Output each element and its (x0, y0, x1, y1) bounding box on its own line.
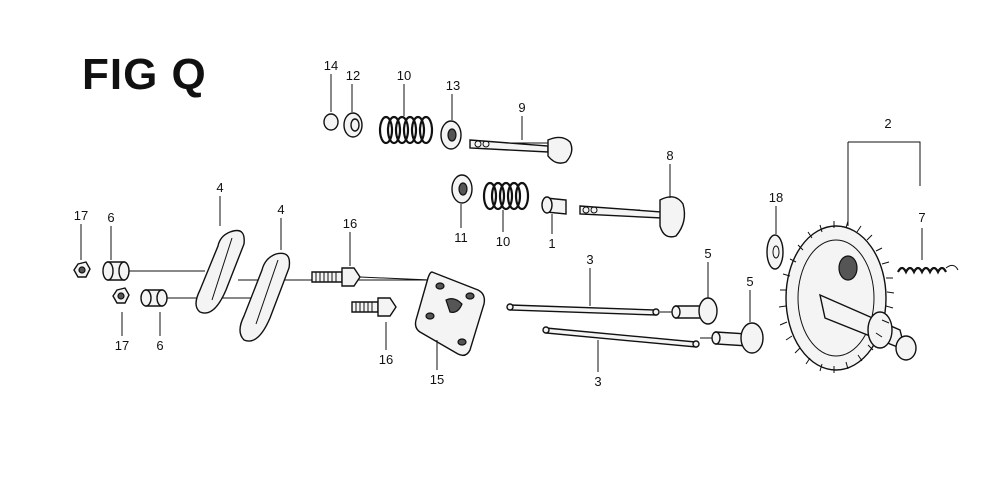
callout-6-upper: 6 (107, 210, 114, 225)
callout-3-lower: 3 (594, 374, 601, 389)
figure-title: FIG Q (82, 50, 207, 99)
part-13-spring-seat (440, 120, 462, 150)
callout-11: 11 (454, 230, 468, 245)
part-18-washer (766, 234, 784, 270)
callout-18: 18 (769, 190, 783, 205)
callout-16-upper: 16 (343, 216, 357, 231)
part-3-push-rod-upper (506, 303, 660, 316)
part-10-valve-spring-upper (378, 115, 434, 145)
part-1-valve-cap (541, 196, 567, 215)
part-10-valve-spring-lower (482, 181, 530, 211)
part-5-tappet-lower (711, 322, 764, 354)
part-4-rocker-arm-right (239, 252, 291, 342)
part-17-nut-upper (73, 261, 91, 278)
part-5-tappet-upper (671, 297, 718, 325)
callout-10-upper: 10 (397, 68, 411, 83)
part-9-valve (469, 136, 573, 164)
part-7-return-spring (897, 264, 959, 275)
callout-17-upper: 17 (74, 208, 88, 223)
callout-14: 14 (324, 58, 338, 73)
callout-13: 13 (446, 78, 460, 93)
callout-17-lower: 17 (115, 338, 129, 353)
part-16-rocker-stud-upper (311, 267, 361, 287)
callout-3-upper: 3 (586, 252, 593, 267)
callout-9: 9 (518, 100, 525, 115)
part-2-camshaft-gear (785, 225, 917, 371)
callout-labels: 14 12 10 13 9 8 11 10 1 2 7 18 17 6 4 4 … (74, 58, 926, 389)
callout-12: 12 (346, 68, 360, 83)
callout-4-left: 4 (216, 180, 223, 195)
callout-5-upper: 5 (704, 246, 711, 261)
part-15-guide-plate (414, 271, 486, 357)
callout-8: 8 (666, 148, 673, 163)
part-6-collar-upper (102, 261, 130, 281)
callout-6-lower: 6 (156, 338, 163, 353)
callout-7: 7 (918, 210, 925, 225)
part-8-valve (579, 196, 686, 238)
callout-15: 15 (430, 372, 444, 387)
part-4-rocker-arm-left (195, 229, 245, 314)
callout-10-lower: 10 (496, 234, 510, 249)
part-12-spring-retainer (343, 112, 363, 138)
callout-1: 1 (548, 236, 555, 251)
callout-5-lower: 5 (746, 274, 753, 289)
leader-lines (80, 74, 923, 372)
part-17-nut-lower (112, 287, 130, 304)
part-14-valve-keeper (323, 113, 339, 131)
part-6-collar-lower (140, 289, 168, 307)
part-16-rocker-stud-lower (351, 297, 397, 317)
callout-4-right: 4 (277, 202, 284, 217)
callout-2: 2 (884, 116, 891, 131)
part-3-push-rod-lower (542, 326, 700, 348)
gear-teeth (778, 220, 895, 373)
part-11-valve-seal (451, 174, 473, 204)
callout-16-lower: 16 (379, 352, 393, 367)
